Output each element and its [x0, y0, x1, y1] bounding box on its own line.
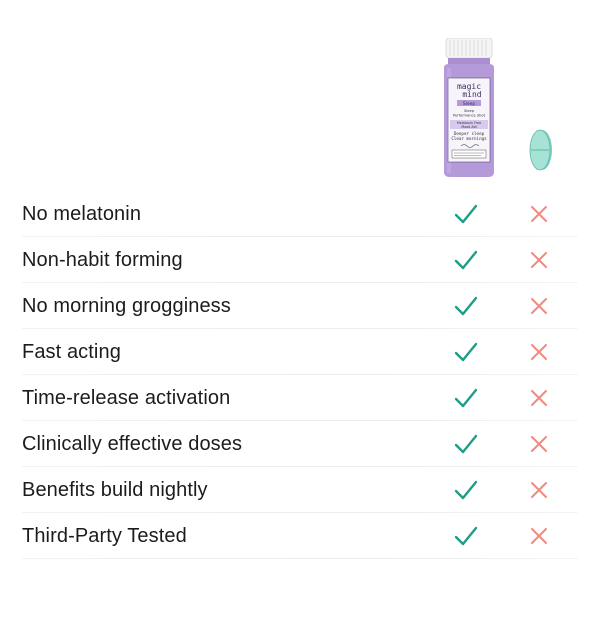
cross-icon [531, 482, 547, 498]
check-icon [454, 526, 478, 546]
comparison-row-3: No morning grogginess [0, 283, 600, 329]
feature-label: Clinically effective doses [22, 433, 243, 455]
comparison-row-1: No melatonin [0, 191, 600, 237]
cross-icon [531, 206, 547, 222]
sleeping-pill-icon [529, 129, 552, 171]
row-divider [22, 328, 578, 329]
feature-label: Benefits build nightly [22, 479, 208, 501]
comparison-row-7: Benefits build nightly [0, 467, 600, 513]
check-icon [454, 296, 478, 316]
row-divider [22, 512, 578, 513]
bottle-tag-line1: Melatonin Free [457, 121, 481, 125]
check-icon [454, 388, 478, 408]
bottle-brand-line1: magic [457, 82, 481, 91]
bottle-variant: Sleep [463, 101, 476, 107]
check-icon [454, 250, 478, 270]
feature-label: Non-habit forming [22, 249, 183, 271]
bottle-claim-line1: Deeper sleep [454, 131, 485, 136]
cross-icon [531, 344, 547, 360]
row-divider [22, 374, 578, 375]
comparison-row-4: Fast acting [0, 329, 600, 375]
cross-icon [531, 528, 547, 544]
comparison-row-5: Time-release activation [0, 375, 600, 421]
feature-label: Time-release activation [22, 387, 231, 409]
row-divider [22, 558, 578, 559]
bottle-brand-line2: mind [462, 90, 481, 99]
feature-label: No melatonin [22, 203, 142, 225]
cross-icon [531, 298, 547, 314]
row-divider [22, 466, 578, 467]
feature-label: No morning grogginess [22, 295, 231, 317]
feature-label: Third-Party Tested [22, 525, 187, 547]
check-icon [454, 342, 478, 362]
bottle-subtitle-line2: Performance Shot [453, 114, 486, 118]
cross-icon [531, 436, 547, 452]
comparison-table: No melatonin Non-habit forming No mornin… [0, 191, 600, 559]
row-divider [22, 236, 578, 237]
comparison-row-2: Non-habit forming [0, 237, 600, 283]
bottle-claim-line2: Clear mornings [451, 136, 487, 141]
row-divider [22, 282, 578, 283]
cross-icon [531, 252, 547, 268]
feature-label: Fast acting [22, 341, 121, 363]
comparison-row-6: Clinically effective doses [0, 421, 600, 467]
check-icon [454, 434, 478, 454]
row-divider [22, 420, 578, 421]
bottle-subtitle-line1: Sleep [464, 109, 475, 113]
magic-mind-sleep-bottle: magic mind Sleep Sleep Performance Shot … [444, 38, 494, 177]
cross-icon [531, 390, 547, 406]
check-icon [454, 204, 478, 224]
bottle-tag-line2: Mood Aid [461, 125, 476, 129]
comparison-row-8: Third-Party Tested [0, 513, 600, 559]
check-icon [454, 480, 478, 500]
